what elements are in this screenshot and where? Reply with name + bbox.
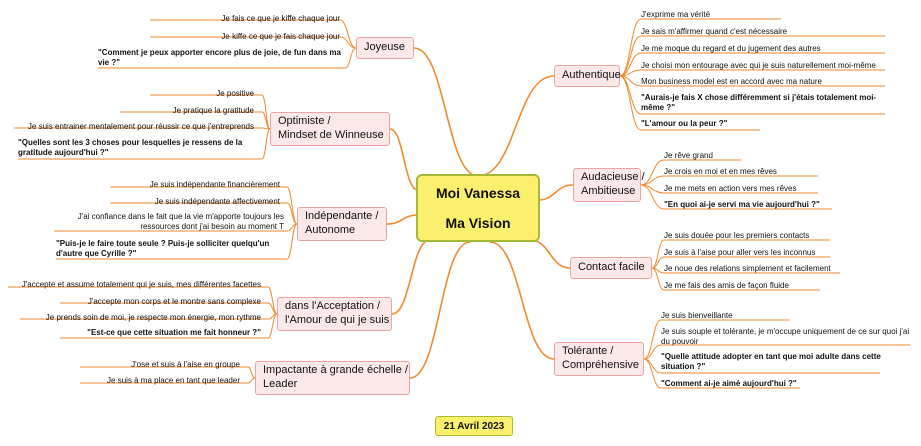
branch-label: Impactante à grande échelle / xyxy=(263,364,408,377)
leaf-audacieuse-question: "En quoi ai-je servi ma vie aujourd'hui … xyxy=(664,200,820,209)
leaf-independante-question: "Puis-je le faire toute seule ? Puis-je … xyxy=(56,239,270,259)
leaf-optimiste-3: Je suis entrainer mentalement pour réuss… xyxy=(27,122,254,131)
leaf-acceptation-2: J'accepte mon corps et le montre sans co… xyxy=(87,297,261,306)
leaf-joyeuse-question: "Comment je peux apporter encore plus de… xyxy=(98,48,341,68)
leaf-contact-1: Je suis douée pour les premiers contacts xyxy=(664,231,810,240)
branch-label-2: Mindset de Winneuse xyxy=(278,129,384,141)
leaf-authentique-question-2: "L'amour ou la peur ?" xyxy=(641,119,728,128)
edge-right-3-1 xyxy=(643,344,662,360)
branch-label: Tolérante / xyxy=(562,345,614,358)
branch-independante[interactable]: Indépendante / Autonome xyxy=(297,207,387,241)
edge-center-tolerante xyxy=(489,241,555,360)
leaf-tolerante-question-1: "Quelle attitude adopter en tant que moi… xyxy=(661,352,881,372)
edge-right-3-3 xyxy=(643,358,662,389)
branch-label-2: Ambitieuse xyxy=(581,185,636,197)
leaf-joyeuse-2: Je kiffe ce que je fais chaque jour xyxy=(221,32,340,41)
branch-label: Optimiste / xyxy=(278,115,331,128)
leaf-independante-2: Je suis indépendante affectivement xyxy=(154,197,280,206)
central-topic-vision: Ma Vision xyxy=(445,215,511,231)
branch-label: Audacieuse / xyxy=(581,171,645,184)
leaf-joyeuse-1: Je fais ce que je kiffe chaque jour xyxy=(221,14,340,23)
leaf-authentique-1: J'exprime ma vérité xyxy=(641,10,711,19)
branch-label-2: Autonome xyxy=(305,224,356,236)
edge-left-0-0 xyxy=(339,19,357,49)
leaf-optimiste-question: "Quelles sont les 3 choses pour lesquell… xyxy=(18,138,243,158)
branch-joyeuse[interactable]: Joyeuse xyxy=(356,37,414,59)
leaf-tolerante-2: Je suis souple et tolérante, je m'occupe… xyxy=(661,327,910,347)
edge-right-0-5 xyxy=(619,75,642,115)
branch-contact-facile[interactable]: Contact facile xyxy=(570,257,652,279)
edge-left-2-3 xyxy=(286,223,298,260)
leaf-optimiste-1: Je positive xyxy=(216,89,254,98)
branch-authentique[interactable]: Authentique xyxy=(554,65,621,87)
branch-label: Joyeuse xyxy=(364,41,405,54)
edge-left-4-0 xyxy=(247,366,256,379)
edge-left-3-0 xyxy=(267,286,278,315)
edge-right-2-3 xyxy=(651,267,665,291)
leaf-tolerante-question-2: "Comment ai-je aimé aujourd'hui ?" xyxy=(661,379,797,388)
central-topic[interactable]: Moi Vanessa Ma Vision xyxy=(416,174,540,242)
leaf-contact-3: Je noue des relations simplement et faci… xyxy=(664,264,831,273)
edge-left-3-3 xyxy=(267,313,278,339)
central-topic-name: Moi Vanessa xyxy=(435,184,521,201)
leaf-contact-4: Je me fais des amis de façon fluide xyxy=(664,281,789,290)
leaf-authentique-question-1: "Aurais-je fais X chose différemment si … xyxy=(641,93,877,113)
edge-right-3-2 xyxy=(643,358,662,374)
leaf-authentique-5: Mon business model est en accord avec ma… xyxy=(641,77,822,86)
edge-right-0-0 xyxy=(619,18,642,77)
leaf-acceptation-question: "Est-ce que cette situation me fait honn… xyxy=(87,328,261,337)
edge-right-0-1 xyxy=(619,35,642,77)
edge-left-0-1 xyxy=(339,36,357,49)
leaf-contact-2: Je suis à l'aise pour aller vers les inc… xyxy=(664,248,816,257)
leaf-acceptation-1: J'accepte et assume totalement qui je su… xyxy=(21,280,261,289)
edge-left-1-0 xyxy=(261,94,271,130)
edge-left-1-3 xyxy=(261,128,271,160)
edge-center-joyeuse xyxy=(413,47,479,177)
branch-label-2: Compréhensive xyxy=(562,359,640,371)
edge-left-0-2 xyxy=(344,47,357,69)
edge-right-0-2 xyxy=(619,52,642,77)
branch-acceptation[interactable]: dans l'Acceptation / l'Amour de qui je s… xyxy=(277,297,392,331)
edge-left-2-1 xyxy=(286,202,298,225)
branch-label: dans l'Acceptation / xyxy=(285,300,381,313)
edge-center-audacieuse xyxy=(537,184,574,201)
leaf-authentique-2: Je sais m'affirmer quand c'est nécessair… xyxy=(641,27,788,36)
edge-left-1-2 xyxy=(261,127,271,130)
edge-right-2-0 xyxy=(651,239,665,269)
edge-right-3-0 xyxy=(643,319,662,360)
leaf-optimiste-2: Je pratique la gratitude xyxy=(172,106,254,115)
leaf-audacieuse-2: Je crois en moi et en mes rêves xyxy=(664,167,777,176)
leaf-authentique-4: Je choisi mon entourage avec qui je suis… xyxy=(641,61,876,70)
leaf-independante-1: Je suis indépendante financièrement xyxy=(149,180,280,189)
leaf-impactante-1: J'ose et suis à l'aise en groupe xyxy=(131,360,240,369)
leaf-audacieuse-1: Je rêve grand xyxy=(664,151,713,160)
edge-center-optimiste xyxy=(389,128,419,191)
branch-tolerante[interactable]: Tolérante / Compréhensive xyxy=(554,342,644,376)
edge-center-impactante xyxy=(409,241,471,379)
edge-left-2-0 xyxy=(286,186,298,225)
edge-center-acceptation xyxy=(391,239,431,315)
edge-center-authentique xyxy=(477,75,555,177)
leaf-independante-3: J'ai confiance dans le fait que la vie m… xyxy=(77,212,284,232)
branch-label: Indépendante / xyxy=(305,210,379,223)
branch-impactante[interactable]: Impactante à grande échelle / Leader xyxy=(255,361,410,395)
branch-label: Contact facile xyxy=(578,261,645,274)
edge-right-1-3 xyxy=(640,184,665,210)
edge-center-contact xyxy=(529,239,571,269)
branch-optimiste[interactable]: Optimiste / Mindset de Winneuse xyxy=(270,112,390,146)
branch-label: Authentique xyxy=(562,69,621,82)
branch-label-2: Leader xyxy=(263,378,298,390)
leaf-tolerante-1: Je suis bienveillante xyxy=(661,311,733,320)
branch-audacieuse[interactable]: Audacieuse / Ambitieuse xyxy=(573,168,645,202)
leaf-impactante-2: Je suis à ma place en tant que leader xyxy=(107,376,240,385)
edge-right-0-6 xyxy=(619,75,642,131)
leaf-authentique-3: Je me moque du regard et du jugement des… xyxy=(641,44,821,53)
leaf-acceptation-3: Je prends soin de moi, je respecte mon é… xyxy=(45,313,261,322)
edge-left-4-1 xyxy=(247,377,256,384)
branch-label-2: l'Amour de qui je suis xyxy=(285,314,390,326)
leaf-audacieuse-3: Je me mets en action vers mes rêves xyxy=(664,184,797,193)
date-badge: 21 Avril 2023 xyxy=(435,416,513,436)
edge-center-independante xyxy=(386,214,419,225)
